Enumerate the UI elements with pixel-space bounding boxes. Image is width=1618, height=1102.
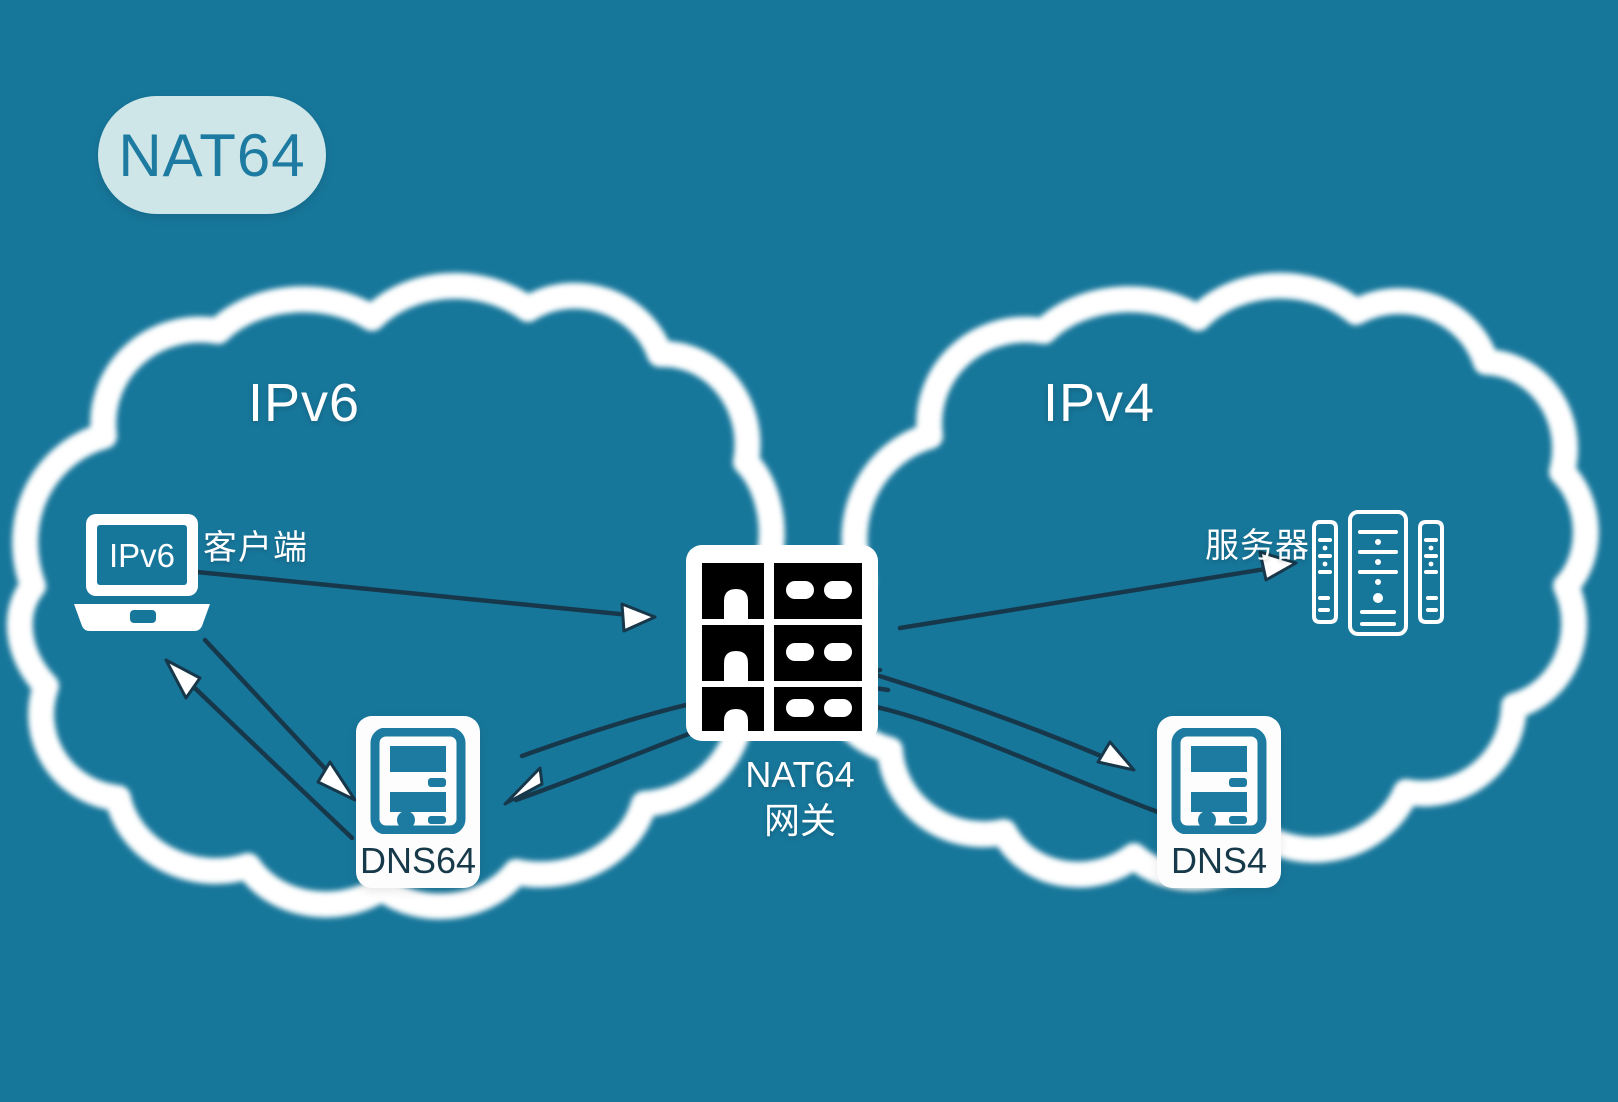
- arrowhead-gateway-dns64: [503, 766, 544, 806]
- line-dns4-to-gateway: [869, 703, 1161, 815]
- nat64-title-badge-label: NAT64: [118, 121, 306, 189]
- rack-right-block-3: [774, 687, 862, 731]
- gateway-label: NAT64 网关: [700, 752, 900, 844]
- server-label: 服务器: [1205, 527, 1310, 565]
- dns64-label: DNS64: [359, 840, 477, 881]
- line-client-to-dns64: [202, 637, 348, 793]
- rack-left-block-2: [702, 625, 764, 681]
- server-tower-icon: [370, 728, 466, 834]
- gateway-label-line2: 网关: [763, 800, 836, 842]
- ipv4-cloud-label: IPv4: [1043, 373, 1156, 433]
- arrowhead-client-gateway: [620, 602, 657, 633]
- dns4-label: DNS4: [1170, 840, 1268, 881]
- arrowhead-dns64-client: [164, 658, 202, 700]
- dns4-node: DNS4: [1157, 716, 1281, 888]
- rack-right-block-2: [774, 625, 862, 681]
- ipv4-cloud-outline: [815, 272, 1599, 891]
- line-client-to-gateway: [194, 569, 643, 619]
- line-dns64-to-client: [175, 669, 355, 841]
- client-label: 客户端: [203, 529, 308, 567]
- laptop-icon: [74, 514, 210, 631]
- gateway-label-line1: NAT64: [745, 754, 855, 795]
- ipv6-cloud-label: IPv6: [248, 373, 361, 433]
- line-gateway-to-server: [897, 563, 1287, 631]
- server-rack-icon: [1312, 510, 1444, 636]
- line-gateway-to-dns4: [863, 669, 1123, 767]
- arrowhead-gateway-dns4: [1096, 740, 1136, 772]
- rack-switch-icon: [686, 545, 878, 741]
- rack-left-block-3: [702, 687, 764, 731]
- arrowhead-client-dns64: [316, 760, 357, 802]
- arrowhead-gateway-server: [1258, 550, 1298, 582]
- nat64-title-badge: NAT64: [98, 96, 326, 214]
- server-tower-icon: [1171, 728, 1267, 834]
- dns64-node: DNS64: [356, 716, 480, 888]
- laptop-screen-text: IPv6: [108, 537, 176, 574]
- rack-right-block-1: [774, 563, 862, 619]
- rack-left-block-1: [702, 563, 764, 619]
